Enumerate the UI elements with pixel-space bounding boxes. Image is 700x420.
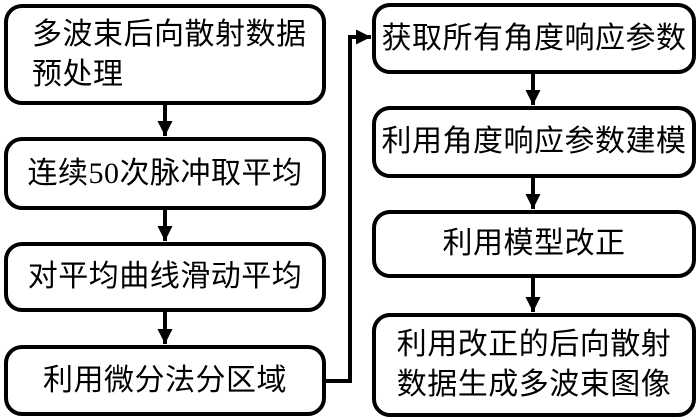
node-label: 利用模型改正 xyxy=(442,227,626,261)
node-get-angle-response-params: 获取所有角度响应参数 xyxy=(372,3,696,74)
node-multibeam-backscatter-preprocess: 多波束后向散射数据 预处理 xyxy=(4,4,326,105)
node-model-correction: 利用模型改正 xyxy=(372,210,696,278)
node-average-50-pings: 连续50次脉冲取平均 xyxy=(4,137,326,210)
connector-l4-r1 xyxy=(326,29,371,383)
node-label: 多波束后向散射数据 预处理 xyxy=(32,17,307,91)
node-differential-segmentation: 利用微分法分区域 xyxy=(4,345,326,416)
node-label: 利用改正的后向散射 数据生成多波束图像 xyxy=(396,328,672,401)
node-label: 对平均曲线滑动平均 xyxy=(27,260,303,294)
node-angle-response-modeling: 利用角度响应参数建模 xyxy=(372,106,696,178)
node-label: 连续50次脉冲取平均 xyxy=(27,156,303,190)
node-label: 利用角度响应参数建模 xyxy=(381,125,687,159)
node-generate-multibeam-image: 利用改正的后向散射 数据生成多波束图像 xyxy=(372,313,696,417)
node-label: 利用微分法分区域 xyxy=(43,363,287,397)
node-label: 获取所有角度响应参数 xyxy=(381,21,687,55)
node-moving-average-curve: 对平均曲线滑动平均 xyxy=(4,242,326,312)
